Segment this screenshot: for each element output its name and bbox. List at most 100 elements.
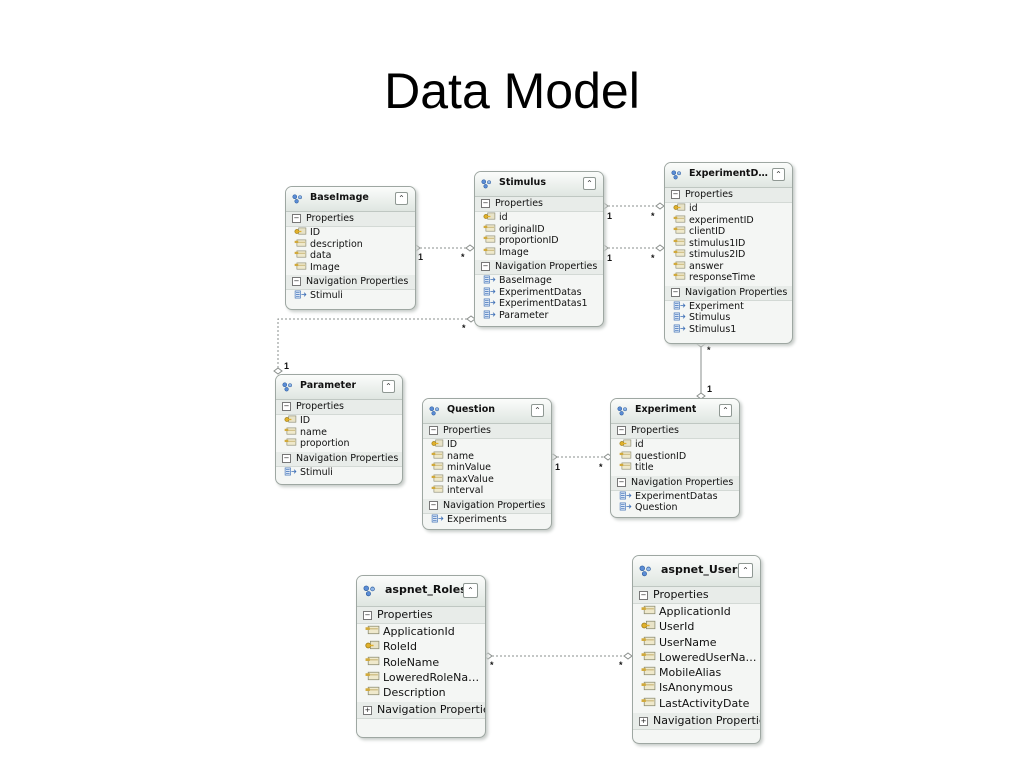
property-row[interactable]: interval (423, 485, 551, 497)
property-row[interactable]: stimulus2ID (665, 249, 792, 261)
collapse-minus-icon[interactable]: − (639, 591, 648, 600)
property-row[interactable]: stimulus1ID (665, 238, 792, 250)
navigation-property-row[interactable]: BaseImage (475, 275, 603, 287)
property-row[interactable]: ID (276, 415, 402, 427)
properties-section-header[interactable]: −Properties (611, 424, 739, 439)
property-row[interactable]: LoweredUserNa… (633, 650, 760, 665)
properties-section-header[interactable]: −Properties (276, 400, 402, 415)
property-row[interactable]: id (475, 212, 603, 224)
collapse-minus-icon[interactable]: − (292, 277, 301, 286)
property-row[interactable]: id (611, 439, 739, 451)
entity-header[interactable]: Stimulus⌃ (475, 172, 603, 197)
navigation-property-row[interactable]: Stimulus1 (665, 324, 792, 336)
property-row[interactable]: clientID (665, 226, 792, 238)
property-row[interactable]: title (611, 462, 739, 474)
collapse-icon[interactable]: ⌃ (772, 168, 785, 181)
collapse-icon[interactable]: ⌃ (531, 404, 544, 417)
navigation-property-row[interactable]: Experiments (423, 514, 551, 526)
collapse-minus-icon[interactable]: − (292, 214, 301, 223)
navigation-property-row[interactable]: ExperimentDatas (475, 287, 603, 299)
property-row[interactable]: ApplicationId (633, 604, 760, 619)
collapse-minus-icon[interactable]: − (481, 199, 490, 208)
entity-header[interactable]: Experiment⌃ (611, 399, 739, 424)
property-row[interactable]: experimentID (665, 215, 792, 227)
property-row[interactable]: MobileAlias (633, 665, 760, 680)
navigation-property-row[interactable]: Stimulus (665, 312, 792, 324)
property-row[interactable]: Image (286, 262, 415, 274)
collapse-minus-icon[interactable]: − (282, 453, 291, 463)
property-row[interactable]: maxValue (423, 474, 551, 486)
collapse-minus-icon[interactable]: − (671, 287, 680, 297)
property-row[interactable]: UserId (633, 619, 760, 634)
properties-section-header[interactable]: −Properties (665, 188, 792, 203)
collapse-icon[interactable]: ⌃ (719, 404, 732, 417)
property-row[interactable]: data (286, 250, 415, 262)
property-row[interactable]: ID (286, 227, 415, 239)
collapse-minus-icon[interactable]: − (481, 262, 490, 271)
properties-section-header[interactable]: −Properties (423, 424, 551, 439)
collapse-minus-icon[interactable]: − (363, 611, 372, 620)
navigation-property-row[interactable]: Stimuli (286, 290, 415, 302)
property-row[interactable]: name (423, 451, 551, 463)
property-row[interactable]: RoleName (357, 655, 485, 670)
property-row[interactable]: id (665, 203, 792, 215)
property-row[interactable]: ApplicationId (357, 624, 485, 639)
entity-header[interactable]: BaseImage⌃ (286, 187, 415, 212)
property-row[interactable]: name (276, 427, 402, 439)
navigation-section-header[interactable]: +Navigation Properties (633, 713, 760, 731)
navigation-section-header[interactable]: −Navigation Properties (276, 451, 402, 467)
collapse-minus-icon[interactable]: − (282, 402, 291, 411)
navigation-section-header[interactable]: −Navigation Properties (665, 285, 792, 301)
collapse-minus-icon[interactable]: − (617, 426, 626, 435)
properties-section-header[interactable]: −Properties (357, 607, 485, 624)
collapse-icon[interactable]: ⌃ (738, 563, 753, 578)
expand-plus-icon[interactable]: + (363, 706, 372, 716)
properties-section-header[interactable]: −Properties (475, 197, 603, 212)
property-row[interactable]: IsAnonymous (633, 680, 760, 695)
navigation-section-header[interactable]: −Navigation Properties (423, 498, 551, 514)
property-row[interactable]: proportionID (475, 235, 603, 247)
entity-header[interactable]: Question⌃ (423, 399, 551, 424)
property-row[interactable]: minValue (423, 462, 551, 474)
expand-plus-icon[interactable]: + (639, 717, 648, 727)
property-row[interactable]: answer (665, 261, 792, 273)
property-row[interactable]: proportion (276, 438, 402, 450)
navigation-property-row[interactable]: Question (611, 502, 739, 514)
property-row[interactable]: description (286, 239, 415, 251)
property-row[interactable]: Description (357, 685, 485, 700)
entity-header[interactable]: aspnet_Roles⌃ (357, 576, 485, 607)
navigation-section-header[interactable]: −Navigation Properties (286, 275, 415, 290)
collapse-icon[interactable]: ⌃ (395, 192, 408, 205)
collapse-minus-icon[interactable]: − (429, 426, 438, 435)
entity-header[interactable]: ExperimentD…⌃ (665, 163, 792, 188)
property-row[interactable]: Image (475, 247, 603, 259)
navigation-section-header[interactable]: −Navigation Properties (611, 475, 739, 491)
collapse-minus-icon[interactable]: − (429, 500, 438, 510)
navigation-property-row[interactable]: ExperimentDatas1 (475, 298, 603, 310)
property-row[interactable]: LoweredRoleNa… (357, 670, 485, 685)
entity-header[interactable]: Parameter⌃ (276, 375, 402, 400)
property-row[interactable]: RoleId (357, 639, 485, 654)
collapse-icon[interactable]: ⌃ (463, 583, 478, 598)
properties-section-header[interactable]: −Properties (633, 587, 760, 604)
property-row[interactable]: responseTime (665, 272, 792, 284)
collapse-icon[interactable]: ⌃ (382, 380, 395, 393)
properties-section-header[interactable]: −Properties (286, 212, 415, 227)
property-row[interactable]: originalID (475, 224, 603, 236)
navigation-property-row[interactable]: ExperimentDatas (611, 491, 739, 503)
navigation-section-header[interactable]: +Navigation Properties (357, 702, 485, 720)
navigation-section-header[interactable]: −Navigation Properties (475, 260, 603, 275)
collapse-icon[interactable]: ⌃ (583, 177, 596, 190)
property-row[interactable]: questionID (611, 451, 739, 463)
collapse-minus-icon[interactable]: − (671, 190, 680, 199)
navigation-property-row[interactable]: Parameter (475, 310, 603, 322)
property-row[interactable]: LastActivityDate (633, 696, 760, 711)
